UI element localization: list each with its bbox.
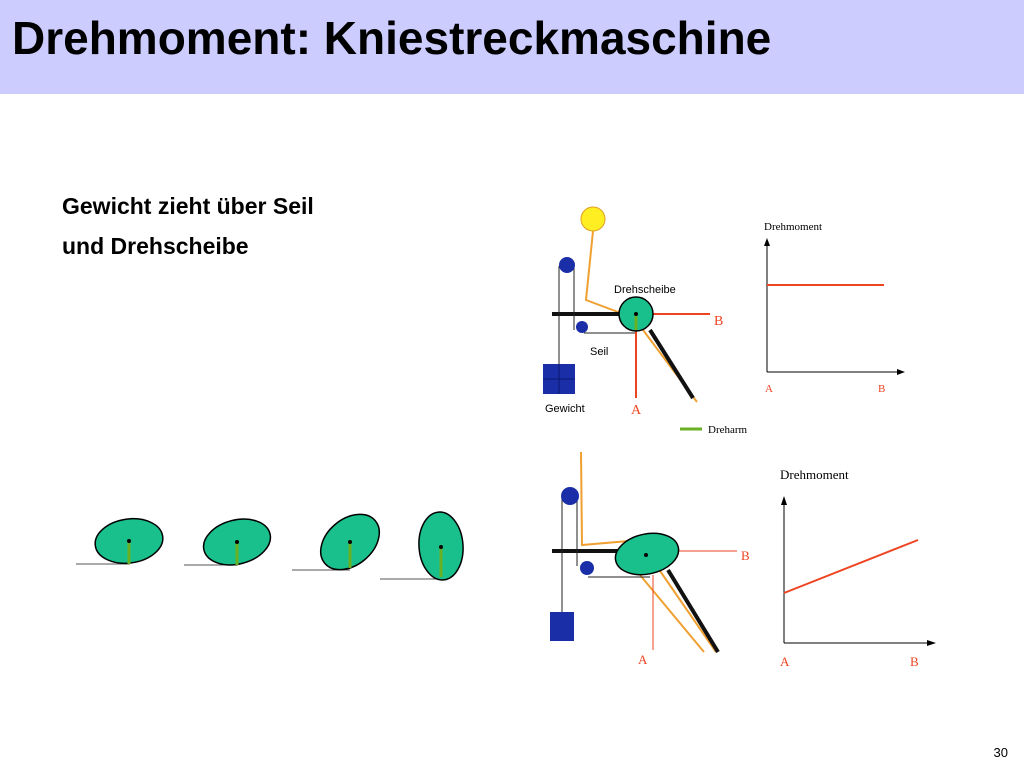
disc-step-2 bbox=[184, 518, 272, 566]
disc-step-2-center bbox=[235, 540, 239, 544]
bottom-graph-torque-line bbox=[783, 539, 919, 594]
bottom-lever-arm bbox=[666, 568, 720, 654]
top-graph-x-arrow bbox=[897, 369, 905, 375]
disc-step-1-center bbox=[127, 539, 131, 543]
bottom-pulley-lower bbox=[580, 561, 594, 575]
top-lever-arm bbox=[648, 328, 695, 400]
bottom-pulley-upper bbox=[561, 487, 579, 505]
body-text: Gewicht zieht über Seil und Drehscheibe bbox=[62, 186, 314, 266]
top-label-a: A bbox=[631, 403, 642, 418]
bottom-graph: Drehmoment A B bbox=[780, 467, 936, 669]
top-graph-y-arrow bbox=[764, 238, 770, 246]
top-label-gewicht: Gewicht bbox=[545, 403, 585, 415]
bottom-graph-x-arrow bbox=[927, 640, 936, 646]
body-line-1: Gewicht zieht über Seil bbox=[62, 193, 314, 219]
top-graph: Drehmoment A B bbox=[764, 221, 905, 395]
bottom-disc-center bbox=[644, 553, 648, 557]
disc-step-4 bbox=[380, 511, 464, 581]
bottom-machine-diagram: B A bbox=[550, 451, 750, 667]
top-graph-xlabel-b: B bbox=[878, 383, 885, 395]
top-sun-circle bbox=[580, 206, 606, 232]
top-label-seil: Seil bbox=[590, 346, 608, 358]
top-pulley-lower bbox=[576, 321, 588, 333]
page-title: Drehmoment: Kniestreckmaschine bbox=[12, 12, 772, 64]
bottom-leg-lower bbox=[657, 567, 717, 653]
disc-step-3-center bbox=[348, 540, 352, 544]
disc-sequence bbox=[76, 511, 464, 581]
top-machine-diagram: Drehscheibe Seil Gewicht B A Dreharm bbox=[543, 206, 748, 436]
title-bar bbox=[0, 0, 1024, 94]
disc-step-4-center bbox=[439, 545, 443, 549]
bottom-label-a: A bbox=[638, 652, 648, 667]
top-graph-xlabel-a: A bbox=[765, 383, 773, 395]
bottom-weight-block bbox=[550, 612, 574, 641]
disc-step-1 bbox=[76, 517, 164, 565]
page-number: 30 bbox=[993, 745, 1008, 760]
bottom-graph-ylabel: Drehmoment bbox=[780, 467, 849, 482]
bottom-leg-lower-2 bbox=[639, 574, 705, 653]
bottom-label-b: B bbox=[741, 548, 750, 563]
bottom-leg-upper bbox=[580, 451, 641, 547]
top-graph-ylabel: Drehmoment bbox=[764, 221, 822, 233]
bottom-graph-xlabel-b: B bbox=[910, 654, 919, 669]
body-line-2: und Drehscheibe bbox=[62, 233, 249, 259]
top-pulley-upper bbox=[559, 257, 575, 273]
top-disc-center bbox=[634, 312, 638, 316]
top-label-drehscheibe: Drehscheibe bbox=[614, 284, 676, 296]
bottom-graph-xlabel-a: A bbox=[780, 654, 790, 669]
top-label-b: B bbox=[714, 314, 723, 329]
legend-dreharm-label: Dreharm bbox=[708, 424, 748, 436]
disc-step-3 bbox=[292, 513, 381, 571]
bottom-graph-y-arrow bbox=[781, 496, 787, 505]
